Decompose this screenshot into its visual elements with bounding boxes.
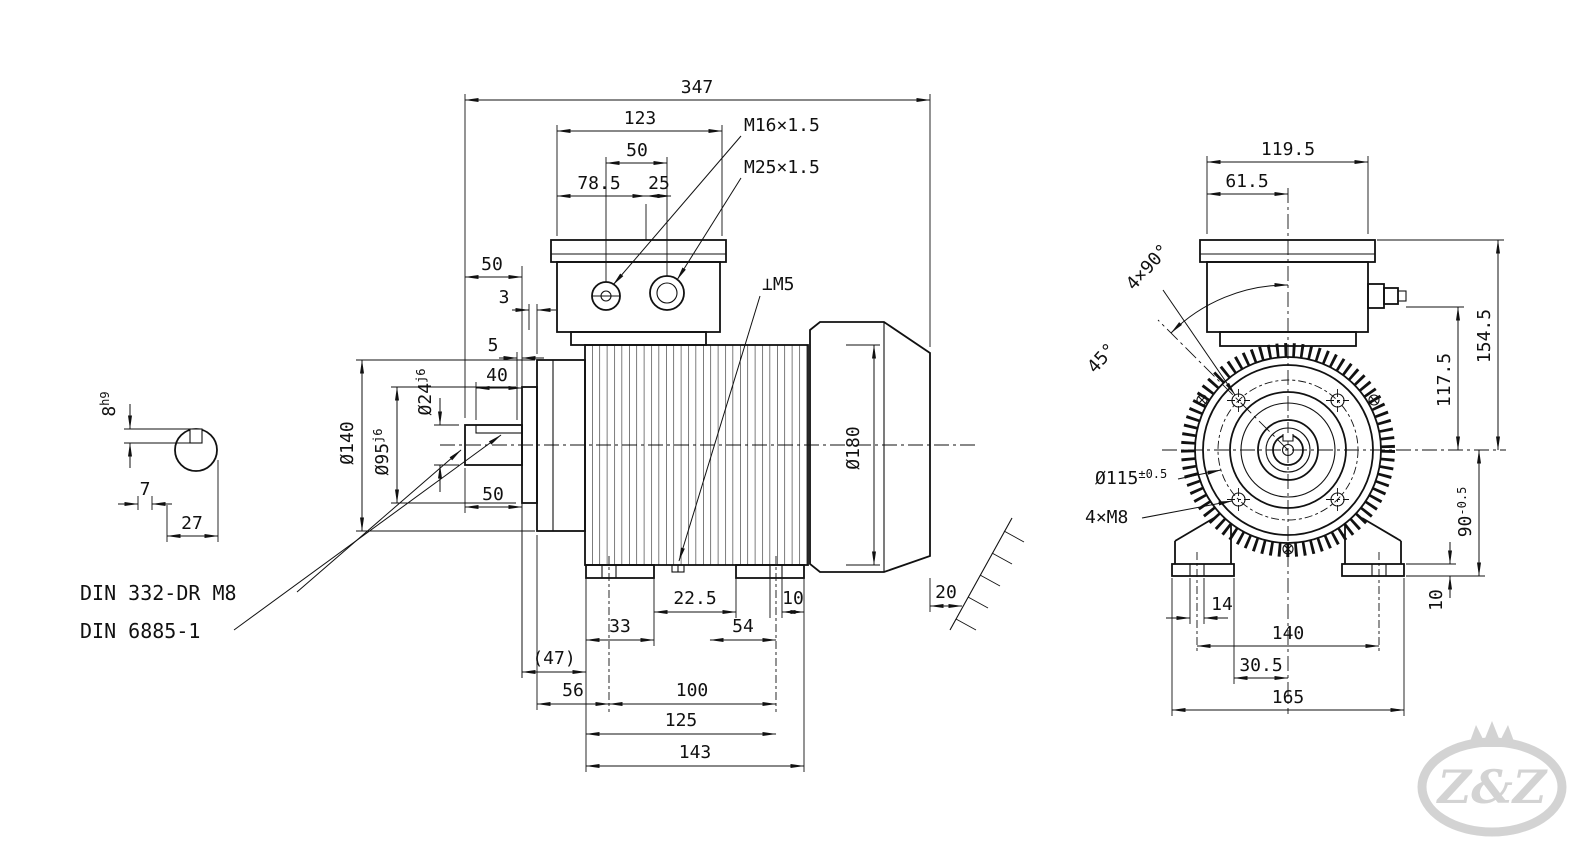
dim-30-5: 30.5 xyxy=(1239,655,1282,676)
key-detail: 8h9 7 27 xyxy=(98,391,219,542)
dim-foot-slot: 14 xyxy=(1211,594,1233,615)
watermark-text: Z&Z xyxy=(1436,760,1548,814)
center-drill xyxy=(1281,443,1295,457)
dim-wall-gap: 20 xyxy=(935,582,957,603)
dim-height-117-5: 117.5 xyxy=(1434,353,1455,407)
earth-leader xyxy=(678,295,761,562)
hub-circle xyxy=(1257,419,1319,481)
cowl-rim-screws xyxy=(1196,394,1380,555)
terminal-box-lid-front xyxy=(1199,239,1376,263)
dim-bolt-circle: Ø115±0.5 xyxy=(1095,467,1167,489)
dim-foot-overall: 165 xyxy=(1272,687,1305,708)
dim-56: 56 xyxy=(562,680,584,701)
dim-box-overall: 119.5 xyxy=(1261,139,1315,160)
mounting-wall xyxy=(949,517,1025,631)
dim-125: 125 xyxy=(665,710,698,731)
dim-foot-thickness: 10 xyxy=(1426,589,1447,611)
dim-key-width: 8h9 xyxy=(98,391,120,416)
spigot-circle xyxy=(1229,391,1347,509)
side-view: 347 123 50 78.5 25 M16×1.5 M25×1.5 ⊥M5 5… xyxy=(337,77,1025,772)
dim-gland-pitch: 50 xyxy=(626,140,648,161)
dim-flange-holes: 4×M8 xyxy=(1085,507,1128,528)
dim-height-154-5: 154.5 xyxy=(1474,309,1495,363)
dim-shaft-diameter: Ø24j6 xyxy=(414,369,436,416)
dim-47: (47) xyxy=(532,648,575,669)
terminal-box xyxy=(556,261,721,333)
dim-overall-length: 347 xyxy=(681,77,714,98)
note-leader-key xyxy=(233,434,502,631)
note-center-hole: DIN 332-DR M8 xyxy=(80,581,237,605)
brand-watermark: Z&Z xyxy=(1417,721,1567,837)
flange-circle xyxy=(1202,364,1374,536)
front-foot xyxy=(585,564,655,579)
cable-gland-front xyxy=(1367,283,1407,309)
dim-hole-angle: 45° xyxy=(1083,339,1120,377)
dim-key-height: 7 xyxy=(140,479,151,500)
label-gland-m25: M25×1.5 xyxy=(744,157,820,178)
cooling-fins xyxy=(585,345,808,565)
dim-spigot-diameter: Ø95j6 xyxy=(371,429,393,476)
label-gland-m16: M16×1.5 xyxy=(744,115,820,136)
dim-key-length: 40 xyxy=(486,365,508,386)
dim-over-key: 27 xyxy=(181,513,203,534)
fan-cowl xyxy=(809,321,931,573)
note-key-standard: DIN 6885-1 xyxy=(80,619,200,643)
front-body-circle xyxy=(1194,356,1382,544)
watermark-ellipse xyxy=(1417,737,1567,837)
flange-bolt-holes xyxy=(1227,389,1349,511)
dim-gland-offset: 78.5 xyxy=(577,173,620,194)
dim-gland-offset2: 25 xyxy=(648,173,670,194)
front-cooling-fins xyxy=(1181,343,1395,557)
dim-hole-pattern: 4×90° xyxy=(1122,240,1174,294)
dim-shaft-length: 50 xyxy=(481,254,503,275)
right-foot xyxy=(1341,517,1405,577)
shaft-keyway xyxy=(475,424,523,434)
dim-foot-54: 54 xyxy=(732,616,754,637)
dim-foot-22-5: 22.5 xyxy=(673,588,716,609)
dim-foot-10: 10 xyxy=(782,588,804,609)
terminal-box-neck xyxy=(570,331,707,346)
dim-frame-diameter: Ø180 xyxy=(843,426,864,469)
label-earth-terminal: ⊥M5 xyxy=(762,274,795,295)
left-foot xyxy=(1171,517,1235,577)
dim-foot-33: 33 xyxy=(609,616,631,637)
dim-shaft-height: 90-0.5 xyxy=(1455,487,1476,538)
dim-foot-span: 140 xyxy=(1272,623,1305,644)
standard-notes: DIN 332-DR M8 DIN 6885-1 xyxy=(80,434,502,643)
dim-box-center: 61.5 xyxy=(1225,171,1268,192)
bolt-circle xyxy=(1217,379,1359,521)
dim-box-width: 123 xyxy=(624,108,657,129)
end-shield xyxy=(536,359,586,532)
front-view: 119.5 61.5 4×90° 45° 154.5 117.5 90-0.5 … xyxy=(1083,139,1506,716)
dim-143: 143 xyxy=(679,742,712,763)
dim-flange-diameter: Ø140 xyxy=(337,421,358,464)
cable-gland-m25 xyxy=(649,275,685,311)
dim-step-3: 3 xyxy=(499,287,510,308)
dim-step-5: 5 xyxy=(488,335,499,356)
note-leader-center-hole xyxy=(296,449,462,593)
dim-shaft-extension: 50 xyxy=(482,484,504,505)
front-diag-centerline xyxy=(1157,319,1289,451)
terminal-box-front xyxy=(1206,261,1369,333)
keyway-slot xyxy=(189,428,203,444)
front-keyway-slot xyxy=(1282,434,1294,442)
dim-foot-pitch: 100 xyxy=(676,680,709,701)
